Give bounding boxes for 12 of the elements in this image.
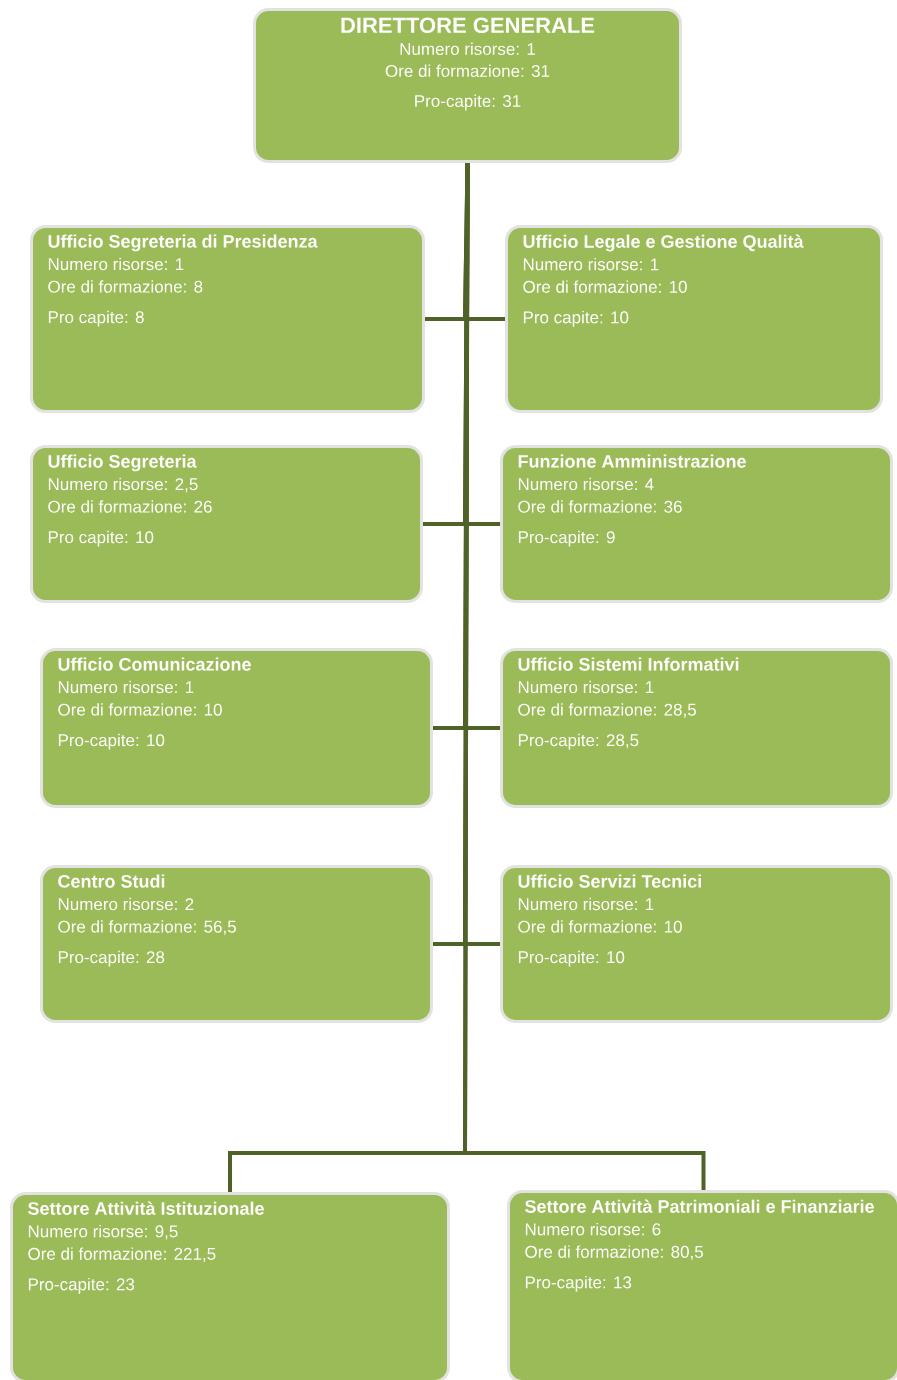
unit-box: Settore Attività Patrimoniali e Finanziarie Numero risorse: 6 Ore di formazione: 80,5 Pro-capite: 13 [507, 1190, 897, 1380]
unit-box: DIRETTORE GENERALE Numero risorse: 1 Ore di formazione: 31 Pro-capite: 31 [253, 8, 682, 163]
unit-box: Ufficio Legale e Gestione Qualità Numero risorse: 1 Ore di formazione: 10 Pro capite: 10 [505, 225, 883, 413]
connector-line [463, 163, 706, 1190]
unit-box: Ufficio Servizi Tecnici Numero risorse: 1 Ore di formazione: 10 Pro-capite: 10 [500, 865, 893, 1023]
unit-box: Centro Studi Numero risorse: 2 Ore di formazione: 56,5 Pro-capite: 28 [40, 865, 433, 1023]
unit-box: Ufficio Segreteria Numero risorse: 2,5 Ore di formazione: 26 Pro capite: 10 [30, 445, 423, 603]
unit-box: Settore Attività Istituzionale Numero risorse: 9,5 Ore di formazione: 221,5 Pro-capite: 23 [10, 1192, 450, 1380]
unit-box: Ufficio Sistemi Informativi Numero risorse: 1 Ore di formazione: 28,5 Pro-capite: 28,5 [500, 648, 893, 808]
unit-box: Ufficio Segreteria di Presidenza Numero risorse: 1 Ore di formazione: 8 Pro capite: 8 [30, 225, 425, 413]
unit-box: Ufficio Comunicazione Numero risorse: 1 Ore di formazione: 10 Pro-capite: 10 [40, 648, 433, 808]
unit-box: Funzione Amministrazione Numero risorse: 4 Ore di formazione: 36 Pro-capite: 9 [500, 445, 893, 603]
